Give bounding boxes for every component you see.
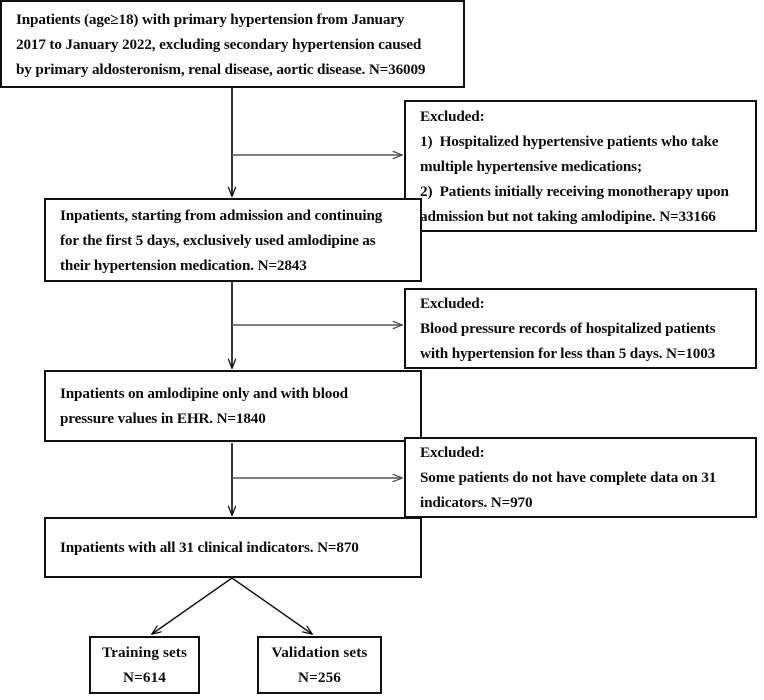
amlodipine-with-bp-box: Inpatients on amlodipine only and with b… — [44, 370, 422, 442]
amlodipine-monotherapy-box: Inpatients, starting from admission and … — [44, 198, 422, 282]
excluded-1-line-4: 2) Patients initially receiving monother… — [420, 182, 729, 200]
amlodipine-line-1: Inpatients, starting from admission and … — [60, 206, 383, 224]
connector-final-to-validation — [231, 577, 312, 634]
initial-cohort-line-1: Inpatients (age≥18) with primary hyperte… — [16, 10, 405, 28]
excluded-1-line-1: Excluded: — [420, 107, 485, 125]
excluded-2-line-1: Excluded: — [420, 295, 485, 312]
initial-cohort-line-3: by primary aldosteronism, renal disease,… — [16, 60, 426, 78]
amlodipine-line-3: their hypertension medication. N=2843 — [60, 256, 307, 274]
training-set-box: Training sets N=614 — [89, 636, 200, 694]
excluded-1-line-2: 1) Hospitalized hypertensive patients wh… — [420, 132, 719, 150]
training-set-label: Training sets — [102, 644, 187, 661]
final-cohort-line-1: Inpatients with all 31 clinical indicato… — [60, 539, 359, 556]
initial-cohort-line-2: 2017 to January 2022, excluding secondar… — [16, 35, 422, 53]
with-bp-line-2: pressure values in EHR. N=1840 — [60, 410, 266, 427]
connector-final-to-training — [152, 577, 233, 634]
excluded-3-line-3: indicators. N=970 — [420, 494, 533, 511]
excluded-1-line-3: multiple hypertensive medications; — [420, 157, 642, 175]
excluded-short-bp-record-box: Excluded: Blood pressure records of hosp… — [404, 288, 757, 369]
training-set-count: N=614 — [123, 669, 166, 686]
excluded-1-line-5: admission but not taking amlodipine. N=3… — [420, 207, 716, 225]
final-analysis-cohort-box: Inpatients with all 31 clinical indicato… — [44, 517, 422, 578]
validation-set-label: Validation sets — [271, 644, 368, 661]
excluded-2-line-3: with hypertension for less than 5 days. … — [420, 345, 716, 362]
excluded-multiple-meds-box: Excluded: 1) Hospitalized hypertensive p… — [404, 100, 757, 232]
excluded-2-line-2: Blood pressure records of hospitalized p… — [420, 320, 716, 337]
amlodipine-line-2: for the first 5 days, exclusively used a… — [60, 231, 376, 249]
with-bp-line-1: Inpatients on amlodipine only and with b… — [60, 385, 348, 402]
excluded-3-line-2: Some patients do not have complete data … — [420, 469, 717, 486]
excluded-incomplete-indicators-box: Excluded: Some patients do not have comp… — [404, 437, 757, 518]
excluded-3-line-1: Excluded: — [420, 444, 485, 461]
validation-set-count: N=256 — [298, 669, 341, 686]
validation-set-box: Validation sets N=256 — [257, 636, 382, 694]
initial-cohort-box: Inpatients (age≥18) with primary hyperte… — [0, 0, 465, 88]
